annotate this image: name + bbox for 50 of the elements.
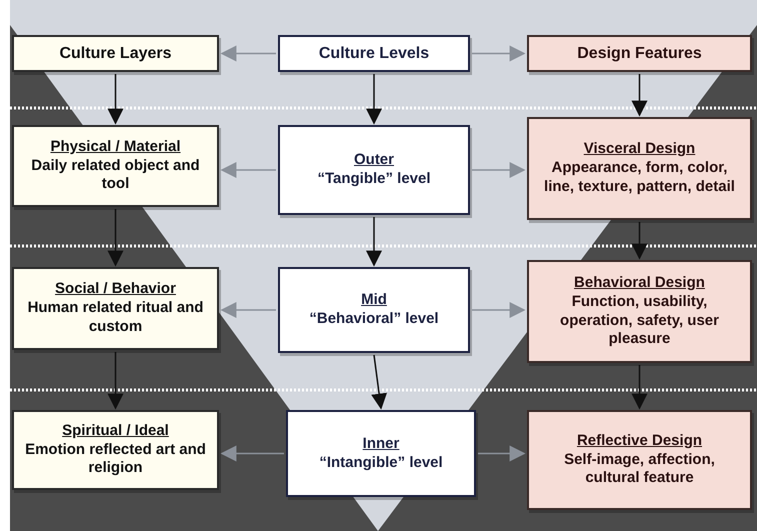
arrow — [366, 74, 382, 125]
arrow — [366, 217, 382, 267]
level-box — [527, 117, 752, 220]
level-box — [12, 267, 219, 350]
box-description: Human related ritual and custom — [26, 299, 204, 337]
arrow — [220, 46, 276, 62]
arrow — [472, 302, 526, 318]
box-heading: Outer — [354, 151, 394, 170]
column-heading: Culture Layers — [59, 44, 172, 64]
arrow — [632, 74, 648, 117]
level-box — [278, 35, 470, 72]
arrow — [632, 365, 648, 410]
box-heading: Spiritual / Ideal — [62, 422, 169, 441]
box-heading: Social / Behavior — [55, 280, 176, 300]
arrow — [472, 162, 526, 178]
arrow — [108, 209, 124, 267]
level-box — [12, 35, 219, 72]
level-box — [278, 267, 470, 353]
arrow — [108, 352, 124, 410]
box-description: “Tangible” level — [317, 170, 431, 189]
box-description: Appearance, form, color, line, texture, pattern, detail — [543, 159, 736, 197]
arrow — [220, 446, 284, 462]
box-description: “Behavioral” level — [309, 310, 439, 329]
level-box — [12, 125, 219, 207]
box-description: Function, usability, operation, safety, user pleasure — [559, 292, 720, 349]
level-box — [286, 410, 476, 497]
column-heading: Culture Levels — [318, 44, 430, 64]
level-box — [527, 410, 752, 510]
arrow — [220, 302, 276, 318]
box-heading: Behavioral Design — [574, 274, 705, 293]
arrow — [371, 354, 388, 410]
box-description: Self-image, affection, cultural feature — [563, 450, 716, 488]
level-box — [527, 260, 752, 363]
arrow — [478, 446, 526, 462]
box-description: Daily related object and tool — [30, 156, 201, 194]
arrow — [108, 74, 124, 125]
box-heading: Physical / Material — [50, 138, 181, 157]
arrow — [632, 222, 648, 260]
column-heading: Design Features — [577, 44, 702, 64]
level-box — [527, 35, 752, 72]
box-description: Emotion reflected art and religion — [24, 440, 207, 478]
arrow — [472, 46, 526, 62]
level-box — [278, 125, 470, 215]
arrow — [220, 162, 276, 178]
box-heading: Mid — [361, 291, 387, 310]
box-heading: Inner — [362, 434, 400, 454]
box-description: “Intangible” level — [319, 454, 443, 472]
level-box — [12, 410, 219, 490]
box-heading: Reflective Design — [576, 432, 702, 451]
box-heading: Visceral Design — [584, 140, 696, 160]
